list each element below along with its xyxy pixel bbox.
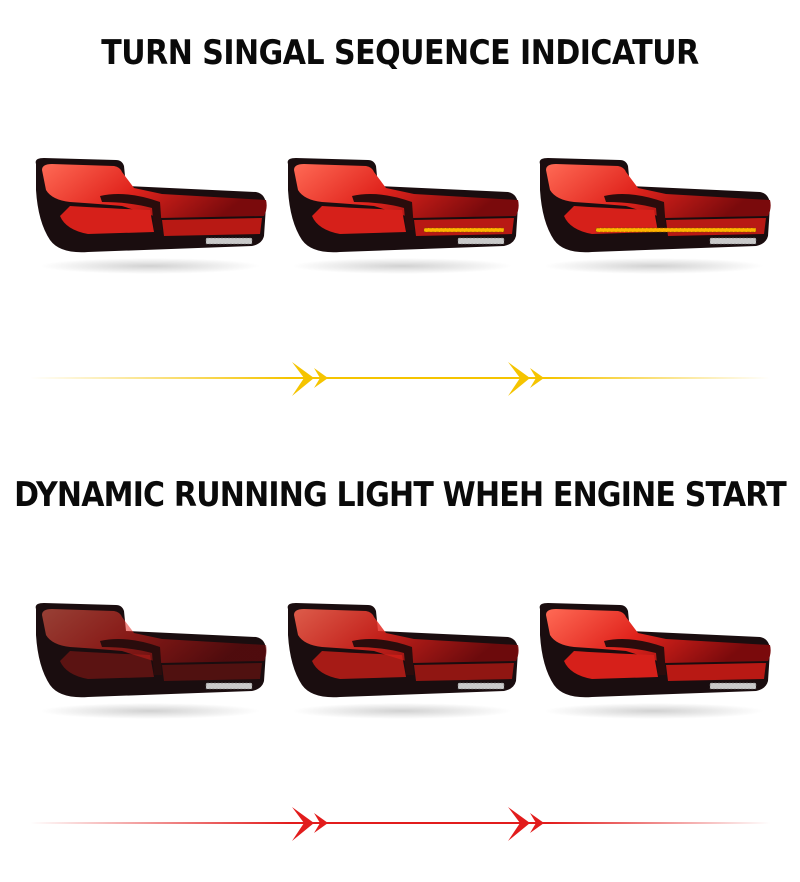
light-guide [100, 194, 162, 230]
outer-lens [546, 164, 771, 218]
light-guide [604, 194, 666, 230]
lower-lens [564, 651, 658, 679]
light-guide [100, 639, 162, 675]
double-chevron-right-icon [508, 807, 544, 841]
outer-lens [42, 609, 267, 663]
double-chevron-right-icon [292, 807, 328, 841]
lower-lens [312, 206, 406, 234]
trunk-lens [162, 218, 262, 236]
light-guide [352, 639, 414, 675]
running-light-heading: DYNAMIC RUNNING LIGHT WHEH ENGINE START [14, 475, 787, 516]
lamp-reflection [40, 258, 260, 274]
lamp-reflection [40, 703, 260, 719]
lamp-reflection [544, 703, 764, 719]
tail-lamp-image [534, 150, 774, 280]
trunk-lens [666, 663, 766, 681]
lower-lens [564, 206, 658, 234]
turn-signal-lamp-row [0, 150, 800, 280]
amber-sequence-arrow [30, 362, 770, 396]
light-guide [604, 639, 666, 675]
arrow-line-stroke [30, 377, 770, 379]
reverse-strip [458, 238, 504, 244]
red-sequence-arrow [30, 807, 770, 841]
arrow-line-stroke [30, 822, 770, 824]
trunk-lens [162, 663, 262, 681]
lamp-reflection [292, 258, 512, 274]
lamp-reflection [544, 258, 764, 274]
double-chevron-right-icon [292, 362, 328, 396]
tail-lamp-image [282, 150, 522, 280]
outer-lens [546, 609, 771, 663]
tail-lamp-image [30, 150, 270, 280]
running-light-lamp-row [0, 595, 800, 725]
reverse-strip [710, 238, 756, 244]
outer-lens [294, 609, 519, 663]
trunk-lens [666, 218, 766, 236]
tail-lamp-image [282, 595, 522, 725]
lower-lens [60, 651, 154, 679]
tail-lamp-image [534, 595, 774, 725]
trunk-lens [414, 663, 514, 681]
reverse-strip [710, 683, 756, 689]
lower-lens [312, 651, 406, 679]
light-guide [352, 194, 414, 230]
outer-lens [42, 164, 267, 218]
reverse-strip [458, 683, 504, 689]
outer-lens [294, 164, 519, 218]
trunk-lens [414, 218, 514, 236]
reverse-strip [206, 683, 252, 689]
turn-signal-heading: TURN SINGAL SEQUENCE INDICATUR [101, 33, 699, 74]
lower-lens [60, 206, 154, 234]
lamp-reflection [292, 703, 512, 719]
tail-lamp-image [30, 595, 270, 725]
reverse-strip [206, 238, 252, 244]
double-chevron-right-icon [508, 362, 544, 396]
turn-signal-amber-segment [424, 228, 504, 232]
turn-signal-amber-segment [596, 228, 756, 232]
